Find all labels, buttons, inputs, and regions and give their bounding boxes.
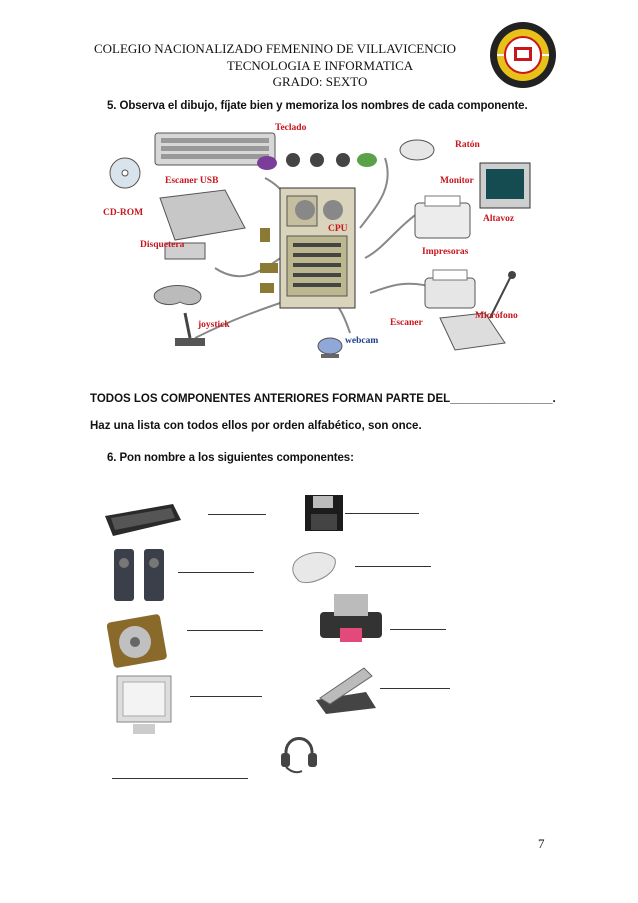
answer-line-hard-disk[interactable] xyxy=(187,630,263,631)
answer-line-mouse[interactable] xyxy=(355,566,431,567)
monitor-icon xyxy=(479,162,531,209)
label-cpu: CPU xyxy=(328,224,348,234)
monitor-icon xyxy=(116,675,172,734)
floppy-disk-icon xyxy=(305,495,343,531)
grade-title: GRADO: SEXTO xyxy=(272,74,368,89)
usb-scanner-icon xyxy=(159,189,246,241)
computer-components-diagram: Teclado Ratón Escaner USB Monitor CD-ROM… xyxy=(95,118,535,368)
microphone-icon xyxy=(489,271,516,319)
keyboard-icon xyxy=(105,504,181,536)
school-logo xyxy=(490,22,556,88)
scanner-icon xyxy=(439,312,506,351)
label-webcam: webcam xyxy=(345,336,379,346)
subject-title: TECNOLOGIA E INFORMATICA xyxy=(226,58,414,73)
lista-instruccion: Haz una lista con todos ellos por orden … xyxy=(90,420,422,432)
answer-line-scanner[interactable] xyxy=(380,688,450,689)
answer-line-headset[interactable] xyxy=(112,778,248,779)
page-number: 7 xyxy=(538,836,545,851)
school-name: COLEGIO NACIONALIZADO FEMENINO DE VILLAV… xyxy=(93,41,457,56)
diagram-graphic xyxy=(109,132,531,358)
answer-line-monitor[interactable] xyxy=(190,696,262,697)
hard-disk-icon xyxy=(107,614,167,668)
cd-icon xyxy=(109,157,141,189)
todos-componentes-line: TODOS LOS COMPONENTES ANTERIORES FORMAN … xyxy=(90,393,556,405)
webcam-icon xyxy=(317,337,343,358)
answer-line-printer[interactable] xyxy=(390,629,446,630)
cpu-tower-icon xyxy=(279,187,356,309)
mouse-icon xyxy=(399,139,435,161)
printer-icon xyxy=(320,594,382,642)
label-joystick: joystick xyxy=(198,320,230,330)
printer-2-icon xyxy=(424,269,476,309)
gamepad-icon xyxy=(153,285,202,306)
label-escaner: Escaner xyxy=(390,318,423,328)
floppy-drive-icon xyxy=(164,242,206,260)
question-6: 6. Pon nombre a los siguientes component… xyxy=(107,452,354,464)
keyboard-icon xyxy=(154,132,276,166)
answer-line-speakers[interactable] xyxy=(178,572,254,573)
mouse-icon xyxy=(292,552,336,583)
headset-icon xyxy=(281,737,317,774)
speakers-icon xyxy=(114,549,164,601)
joystick-icon xyxy=(175,312,205,346)
scanner-icon xyxy=(316,667,376,714)
printer-icon xyxy=(414,195,471,239)
question-5: 5. Observa el dibujo, fíjate bien y memo… xyxy=(107,100,528,112)
label-cd-rom: CD-ROM xyxy=(103,208,144,218)
label-teclado: Teclado xyxy=(275,123,307,133)
label-disquetera: Disquetera xyxy=(140,240,185,250)
label-microfono: Micrófono xyxy=(475,311,518,321)
label-monitor: Monitor xyxy=(440,176,474,186)
label-raton: Ratón xyxy=(455,140,480,150)
answer-line-floppy[interactable] xyxy=(345,513,419,514)
label-altavoz: Altavoz xyxy=(483,214,515,224)
answer-line-keyboard[interactable] xyxy=(208,514,266,515)
label-impresoras: Impresoras xyxy=(422,247,469,257)
label-escaner-usb: Escaner USB xyxy=(165,176,219,186)
